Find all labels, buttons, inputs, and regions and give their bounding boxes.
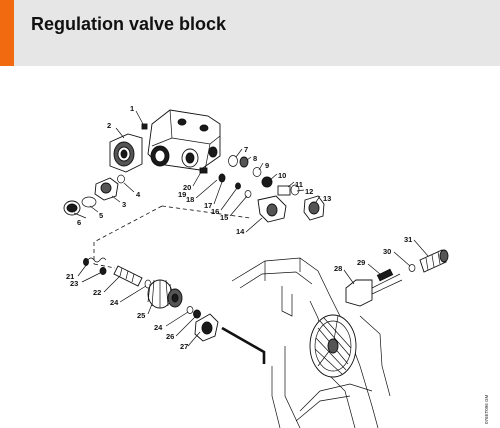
callout-24a: 24 <box>110 298 119 307</box>
callout-20: 20 <box>183 183 191 192</box>
part-2-cap <box>109 133 143 173</box>
callout-1: 1 <box>130 104 134 113</box>
callout-10: 10 <box>278 171 286 180</box>
callout-23: 23 <box>70 279 78 288</box>
exploded-parts-diagram: 1 2 3 4 5 6 7 8 9 10 11 12 13 14 15 16 1… <box>63 104 489 428</box>
callout-14: 14 <box>236 227 245 236</box>
parts-3-6 <box>63 174 125 216</box>
callout-13: 13 <box>323 194 331 203</box>
parts-28-31 <box>345 249 449 307</box>
callout-26: 26 <box>166 332 174 341</box>
parts-21-27 <box>83 257 219 342</box>
valve-block-body <box>147 109 221 171</box>
callout-18: 18 <box>186 195 194 204</box>
callout-31: 31 <box>404 235 412 244</box>
leader-lines <box>73 110 429 347</box>
callout-8: 8 <box>253 154 257 163</box>
callout-15: 15 <box>220 213 228 222</box>
image-reference-code: 076ET096 GM <box>484 394 489 424</box>
callout-22: 22 <box>93 288 101 297</box>
callout-19: 19 <box>178 190 186 199</box>
callout-9: 9 <box>265 161 269 170</box>
callout-25: 25 <box>137 311 145 320</box>
parts-7-13 <box>228 155 325 221</box>
callout-16: 16 <box>211 207 219 216</box>
callout-7: 7 <box>244 145 248 154</box>
callout-30: 30 <box>383 247 391 256</box>
callout-17: 17 <box>204 201 212 210</box>
callout-28: 28 <box>334 264 342 273</box>
callout-29: 29 <box>357 258 365 267</box>
callout-numbers: 1 2 3 4 5 6 7 8 9 10 11 12 13 14 15 16 1… <box>66 104 412 351</box>
callout-3: 3 <box>122 200 126 209</box>
callout-11: 11 <box>295 180 303 189</box>
callout-6: 6 <box>77 218 81 227</box>
callout-27: 27 <box>180 342 188 351</box>
callout-21: 21 <box>66 272 74 281</box>
callout-2: 2 <box>107 121 111 130</box>
parts-14-20 <box>199 167 287 223</box>
page-title: Regulation valve block <box>31 14 227 34</box>
callout-4: 4 <box>136 190 141 199</box>
callout-12: 12 <box>305 187 313 196</box>
callout-5: 5 <box>99 211 103 220</box>
header-bar: Regulation valve block <box>0 0 500 66</box>
part-1-screw <box>141 123 148 130</box>
header-accent-stripe <box>0 0 14 66</box>
callout-24b: 24 <box>154 323 163 332</box>
pump-housing <box>221 257 391 428</box>
